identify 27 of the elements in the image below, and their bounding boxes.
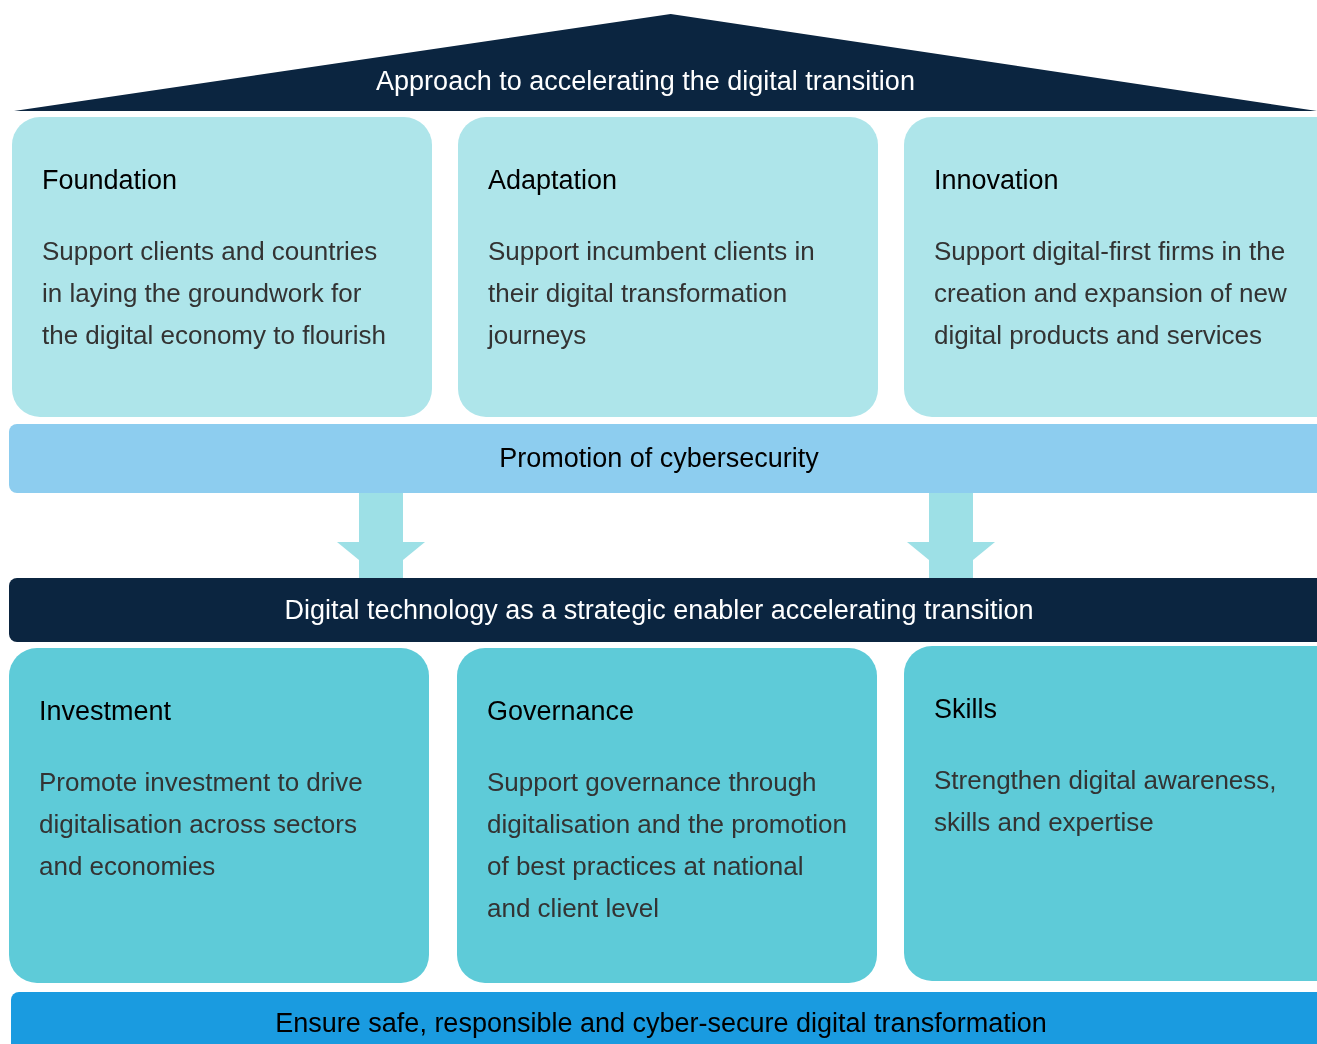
card-description: Support digital-first firms in the creation and expansion of new digital products and services xyxy=(934,235,1288,352)
banner-title: Promotion of cybersecurity xyxy=(499,443,819,474)
card-heading: Skills xyxy=(934,694,998,725)
banner-title: Ensure safe, responsible and cyber-secure digital transformation xyxy=(275,1008,1047,1039)
card-description: Strengthen digital awareness, skills and expertise xyxy=(934,764,1278,839)
card-description: Promote investment to drive digitalisation across sectors and economies xyxy=(39,766,364,883)
pillar-card xyxy=(904,117,1317,417)
card-heading: Foundation xyxy=(42,165,179,196)
pillar-card xyxy=(12,117,432,417)
pillar-card xyxy=(458,117,878,417)
card-heading: Investment xyxy=(39,696,173,727)
banner-bar xyxy=(9,578,1317,642)
roof-banner xyxy=(14,14,1317,111)
card-heading: Innovation xyxy=(934,165,1060,196)
pillar-card xyxy=(9,648,429,983)
banner-bar xyxy=(9,424,1317,493)
card-description: Support incumbent clients in their digital transformation journeys xyxy=(488,235,816,352)
block-arrow xyxy=(907,493,995,578)
banner-title: Approach to accelerating the digital transition xyxy=(376,66,915,97)
block-arrow xyxy=(337,493,425,578)
banner-title: Digital technology as a strategic enabler accelerating transition xyxy=(284,594,1034,626)
pillar-card xyxy=(457,648,877,983)
card-description: Support clients and countries in laying the groundwork for the digital economy to flourish xyxy=(42,235,387,352)
card-description: Support governance through digitalisation and the promotion of best practices at national and client level xyxy=(487,766,848,925)
card-heading: Adaptation xyxy=(488,165,619,196)
pillar-card xyxy=(904,646,1317,981)
card-heading: Governance xyxy=(487,696,636,727)
